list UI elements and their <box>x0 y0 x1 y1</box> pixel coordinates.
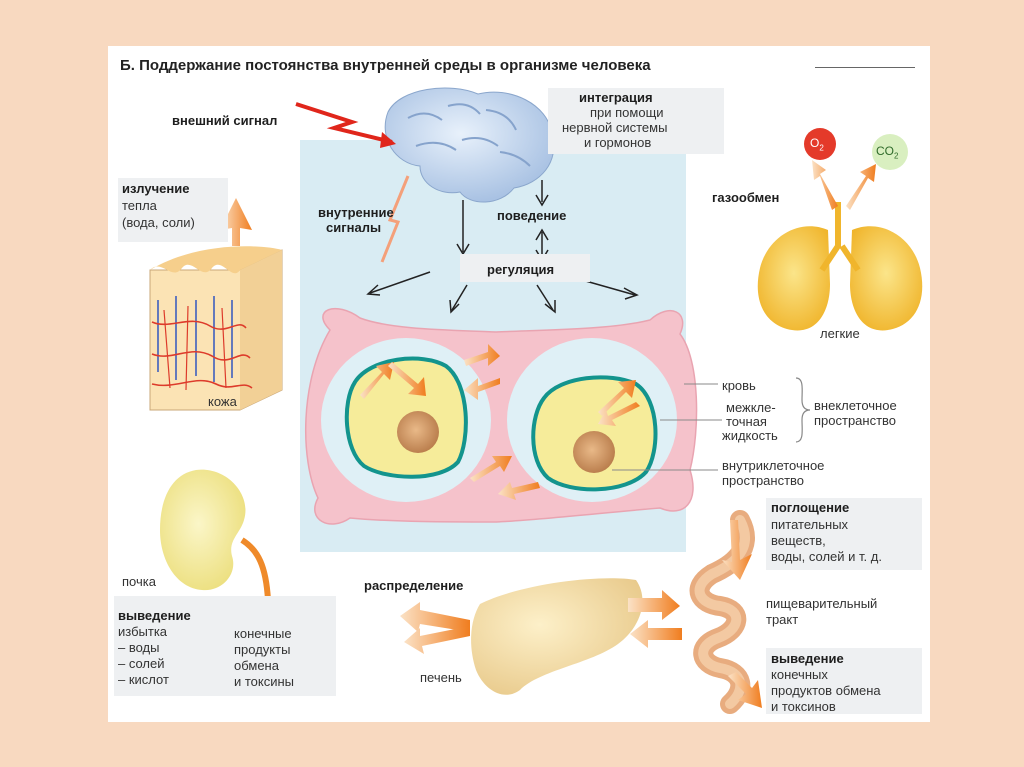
excess-label: избытка <box>118 624 167 639</box>
liver-label: печень <box>420 670 462 685</box>
interstitial-line-1: межкле- <box>726 400 776 415</box>
lungs-label: легкие <box>820 326 860 341</box>
digestive-tract-line-1: пищеварительный <box>766 596 877 611</box>
integration-line-3: и гормонов <box>584 135 651 150</box>
end-products-line-3: обмена <box>234 658 279 673</box>
gas-exchange-label: газообмен <box>712 190 779 205</box>
integration-title: интеграция <box>579 90 653 105</box>
nucleus-left <box>397 411 439 453</box>
integration-line-2: нервной системы <box>562 120 667 135</box>
external-signal-lightning <box>296 104 392 142</box>
lungs-illustration <box>758 202 922 330</box>
intracellular-line-1: внутриклеточное <box>722 458 824 473</box>
ureter-arrow <box>242 540 268 600</box>
absorption-line-3: воды, солей и т. д. <box>771 549 882 564</box>
absorption-title: поглощение <box>771 500 849 515</box>
kidney-label: почка <box>122 574 156 589</box>
extracellular-line-1: внеклеточное <box>814 398 897 413</box>
emission-title: излучение <box>122 181 189 196</box>
nucleus-right <box>573 431 615 473</box>
kidney-illustration <box>160 470 245 591</box>
excretion-right-title: выведение <box>771 651 844 666</box>
end-products-line-1: конечные <box>234 626 292 641</box>
o2-label: O2 <box>810 136 824 155</box>
acids-label: – кислот <box>118 672 169 687</box>
excretion-right-line-3: и токсинов <box>771 699 836 714</box>
excretion-left-title: выведение <box>118 608 191 623</box>
interstitial-line-2: точная <box>726 414 767 429</box>
behavior-label: поведение <box>497 208 566 223</box>
liver-illustration <box>471 578 642 695</box>
emission-line-1: тепла <box>122 198 157 213</box>
extracellular-brace <box>796 378 810 442</box>
interstitial-line-3: жидкость <box>722 428 778 443</box>
excretion-right-line-2: продуктов обмена <box>771 683 881 698</box>
blood-label: кровь <box>722 378 756 393</box>
end-products-line-4: и токсины <box>234 674 294 689</box>
co2-label: CO2 <box>876 144 898 163</box>
skin-illustration <box>150 246 282 410</box>
excretion-right-line-1: конечных <box>771 667 828 682</box>
integration-line-1: при помощи <box>590 105 664 120</box>
distribution-label: распределение <box>364 578 463 593</box>
absorption-line-1: питательных <box>771 517 848 532</box>
end-products-line-2: продукты <box>234 642 290 657</box>
internal-signals-line-1: внутренние <box>318 205 394 220</box>
extracellular-line-2: пространство <box>814 413 896 428</box>
absorption-line-2: веществ, <box>771 533 826 548</box>
external-signal-label: внешний сигнал <box>172 113 277 128</box>
salts-label: – солей <box>118 656 165 671</box>
emission-line-2: (вода, соли) <box>122 215 195 230</box>
regulation-label: регуляция <box>487 262 554 277</box>
water-label: – воды <box>118 640 159 655</box>
skin-label: кожа <box>208 394 237 409</box>
gas-exchange-arrows <box>812 160 876 210</box>
intracellular-line-2: пространство <box>722 473 804 488</box>
internal-signals-line-2: сигналы <box>326 220 381 235</box>
digestive-tract-line-2: тракт <box>766 612 798 627</box>
